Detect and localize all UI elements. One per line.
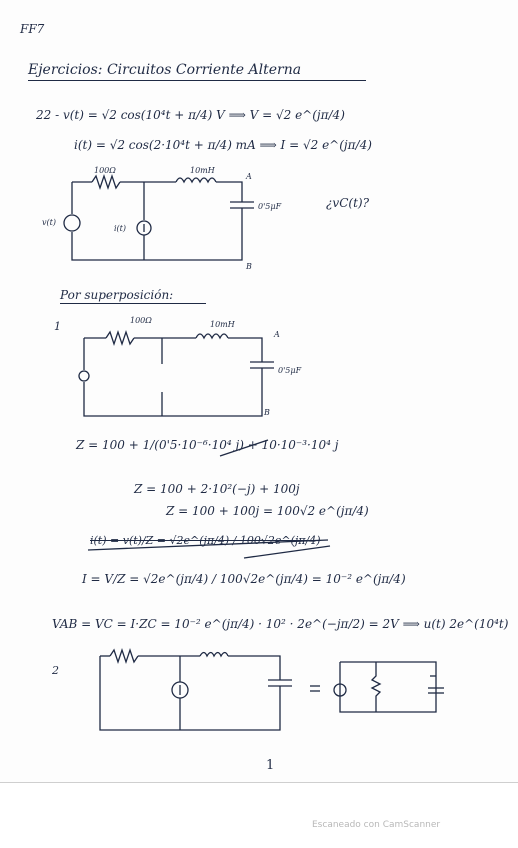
step1-capacitor-label: 0'5μF bbox=[278, 366, 302, 375]
main-inductor-label: 10mH bbox=[190, 166, 215, 175]
camscanner-watermark: Escaneado con CamScanner bbox=[312, 820, 441, 830]
page-title: Ejercicios: Circuitos Corriente Alterna bbox=[28, 62, 302, 78]
step2-circuit-diagram bbox=[99, 647, 444, 731]
circuit-drawings bbox=[63, 173, 444, 731]
scanned-page: FF7 Ejercicios: Circuitos Corriente Alte… bbox=[0, 22, 518, 783]
crossed-current-equation: i(t) = v(t)/Z = √2e^(jπ/4) / 100√2e^(jπ/… bbox=[90, 534, 321, 547]
main-node-a-label: A bbox=[246, 172, 252, 181]
step1-inductor-label: 10mH bbox=[210, 320, 235, 329]
superposition-heading: Por superposición: bbox=[60, 288, 174, 302]
impedance-equation-2: Z = 100 + 2·10²(−j) + 100j bbox=[134, 482, 300, 496]
main-current-source-label: i(t) bbox=[114, 224, 127, 233]
step1-node-b-label: B bbox=[264, 408, 270, 417]
title-underline bbox=[28, 80, 366, 81]
step1-node-a-label: A bbox=[274, 330, 280, 339]
problem-line-2: i(t) = √2 cos(2·10⁴t + π/4) mA ⟹ I = √2 … bbox=[74, 138, 372, 152]
main-node-b-label: B bbox=[246, 262, 252, 271]
current-phasor-equation: I = V/Z = √2e^(jπ/4) / 100√2e^(jπ/4) = 1… bbox=[82, 572, 406, 586]
superposition-underline bbox=[60, 303, 206, 304]
step1-resistor-label: 100Ω bbox=[130, 316, 152, 325]
main-voltage-source-label: v(t) bbox=[42, 218, 56, 227]
main-resistor-label: 100Ω bbox=[94, 166, 116, 175]
impedance-equation: Z = 100 + 1/(0'5·10⁻⁶·10⁴ j) + 10·10⁻³·1… bbox=[76, 438, 339, 452]
vab-equation: VAB = VC = I·ZC = 10⁻² e^(jπ/4) · 10² · … bbox=[52, 617, 509, 631]
impedance-equation-3: Z = 100 + 100j = 100√2 e^(jπ/4) bbox=[166, 504, 369, 518]
step2-number: 2 bbox=[52, 664, 59, 677]
main-capacitor-label: 0'5μF bbox=[258, 202, 282, 211]
step1-number: 1 bbox=[54, 320, 61, 333]
step1-circuit-diagram bbox=[78, 329, 274, 417]
header-mark: FF7 bbox=[20, 22, 45, 36]
problem-line-1: 22 - v(t) = √2 cos(10⁴t + π/4) V ⟹ V = √… bbox=[36, 108, 345, 122]
page-number: 1 bbox=[266, 758, 275, 773]
step1-crossed-lines bbox=[87, 439, 331, 559]
main-question: ¿vC(t)? bbox=[326, 196, 370, 210]
main-circuit-diagram bbox=[63, 173, 254, 261]
